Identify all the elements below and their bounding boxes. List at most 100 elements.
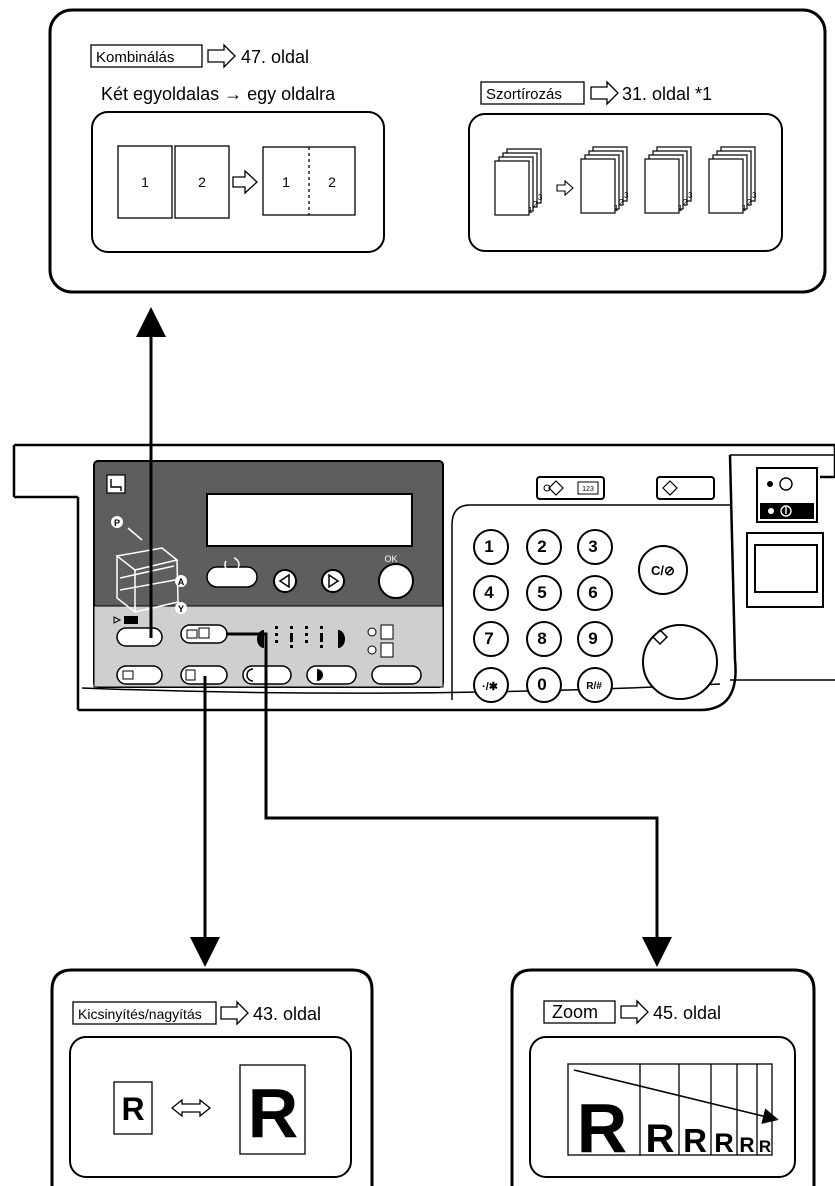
- key-6[interactable]: 6: [577, 575, 613, 611]
- right-triangle-icon: [328, 573, 340, 589]
- key-3[interactable]: 3: [577, 529, 613, 565]
- reduce-enlarge-tag-box: [72, 1001, 217, 1025]
- zoom-tag: Zoom: [552, 1002, 598, 1022]
- zoom-page-ref: 45. oldal: [653, 1003, 721, 1023]
- sort-ref-arrow-icon: [590, 80, 619, 106]
- stack-4-num-2: 2: [747, 198, 752, 207]
- reduce-enlarge-page-ref: 43. oldal: [253, 1004, 321, 1024]
- ok-label: OK: [384, 554, 397, 564]
- combine-sort-button[interactable]: [116, 627, 163, 647]
- control-panel: P A Y OK: [12, 443, 835, 712]
- combined-page: [262, 146, 356, 216]
- connector-arrows: [136, 307, 672, 967]
- key-4[interactable]: 4: [473, 575, 509, 611]
- stack-1-num-3: 3: [538, 193, 543, 202]
- combine-tag-box: [90, 44, 203, 68]
- combine-ref-arrow-icon: [207, 43, 236, 69]
- key-5[interactable]: 5: [526, 575, 562, 611]
- clear-modes-button[interactable]: [206, 557, 258, 588]
- stack-4-num-1: 1: [742, 204, 747, 213]
- sorted-stack-2: 1 2 3: [580, 146, 629, 214]
- power-section: [746, 467, 824, 608]
- svg-text:7: 7: [484, 629, 493, 648]
- sorted-stack-3: 1 2 3: [644, 146, 693, 214]
- program-button[interactable]: [116, 665, 163, 685]
- zoom-r-2: R: [646, 1117, 675, 1161]
- function-status-icon: [106, 474, 126, 494]
- ok-button[interactable]: [378, 563, 414, 599]
- marker-y-icon: [175, 602, 187, 614]
- photo-mode-icon: [380, 642, 394, 658]
- start-button[interactable]: [642, 624, 718, 700]
- svg-text:8: 8: [537, 629, 546, 648]
- darker-icon: [317, 669, 323, 681]
- left-arrow-button[interactable]: [273, 569, 297, 593]
- svg-text:3: 3: [588, 537, 597, 556]
- large-r: R: [248, 1074, 299, 1152]
- marker-a-icon: [175, 575, 187, 587]
- svg-text:6: 6: [588, 583, 597, 602]
- stack-2-num-2: 2: [619, 198, 624, 207]
- svg-text:5: 5: [537, 583, 546, 602]
- svg-text:1: 1: [484, 537, 493, 556]
- power-button[interactable]: [760, 503, 814, 519]
- combine-section: Kombinálás 47. oldal Két egyoldalas → eg…: [90, 43, 385, 253]
- sorted-stack-1: 1 2 3: [494, 148, 543, 216]
- zoom-r-4: R: [714, 1128, 734, 1158]
- display-panel: P A Y OK: [93, 460, 444, 688]
- svg-text:0: 0: [537, 675, 546, 694]
- main-power-switch[interactable]: [746, 532, 824, 608]
- arrow-right-icon: [232, 169, 258, 195]
- small-r-page: [113, 1081, 153, 1135]
- original-page-2-label: 2: [198, 174, 206, 190]
- sort-section: Szortírozás 31. oldal *1 1 2 3 1: [468, 80, 783, 252]
- svg-text:4: 4: [484, 583, 494, 602]
- zoom-ref-arrow-icon: [620, 999, 649, 1025]
- energy-saver-lamp: [767, 481, 773, 487]
- clear-stop-button[interactable]: C/⊘: [638, 545, 688, 595]
- combine-page-ref: 47. oldal: [241, 47, 309, 67]
- sort-tag: Szortírozás: [486, 86, 562, 103]
- check-icon: [662, 480, 678, 496]
- svg-text:R/#: R/#: [586, 681, 602, 692]
- text-mode-lamp: [367, 627, 377, 637]
- key-7[interactable]: 7: [473, 621, 509, 657]
- left-triangle-icon: [278, 573, 290, 589]
- combine-tag: Kombinálás: [96, 49, 174, 66]
- photo-mode-lamp: [367, 645, 377, 655]
- energy-saver-icon: [779, 477, 793, 491]
- marker-y: Y: [178, 604, 184, 614]
- reduce-enlarge-tag: Kicsinyítés/nagyítás: [78, 1006, 202, 1022]
- reduce-enlarge-callout: Kicsinyítés/nagyítás 43. oldal R R: [50, 968, 374, 1186]
- zoom-button[interactable]: [180, 624, 228, 644]
- key-recall-hash[interactable]: R/#: [577, 667, 613, 703]
- right-arrow-button[interactable]: [321, 569, 345, 593]
- marker-p: P: [114, 518, 120, 528]
- original-page-2: [174, 145, 230, 219]
- sort-arrow-icon: [556, 179, 574, 197]
- key-8[interactable]: 8: [526, 621, 562, 657]
- arrow-to-zoom: [226, 632, 672, 967]
- key-9[interactable]: 9: [577, 621, 613, 657]
- top-callout: Kombinálás 47. oldal Két egyoldalas → eg…: [48, 8, 827, 294]
- darker-button[interactable]: [306, 665, 357, 685]
- combined-page-left-label: 1: [282, 174, 290, 190]
- interrupt-icon: [548, 480, 564, 496]
- function-indicator-lamp: [124, 616, 138, 624]
- key-2[interactable]: 2: [526, 529, 562, 565]
- marker-a: A: [178, 577, 185, 587]
- svg-text:·/✱: ·/✱: [482, 681, 498, 693]
- marker-p-icon: [111, 516, 123, 528]
- power-icon: [780, 505, 792, 517]
- interrupt-counter-button[interactable]: 123: [536, 476, 605, 500]
- stack-1-num-2: 2: [533, 200, 538, 209]
- check-modes-button[interactable]: [656, 476, 715, 500]
- zoom-r-1: R: [577, 1089, 628, 1167]
- original-type-button[interactable]: [371, 665, 422, 685]
- machine-illustration-icon: [115, 527, 179, 614]
- key-0[interactable]: 0: [526, 667, 562, 703]
- key-1[interactable]: 1: [473, 529, 509, 565]
- sorted-stack-4: 1 2 3: [708, 146, 757, 214]
- stack-3-num-3: 3: [688, 191, 693, 200]
- key-star[interactable]: ·/✱: [473, 667, 509, 703]
